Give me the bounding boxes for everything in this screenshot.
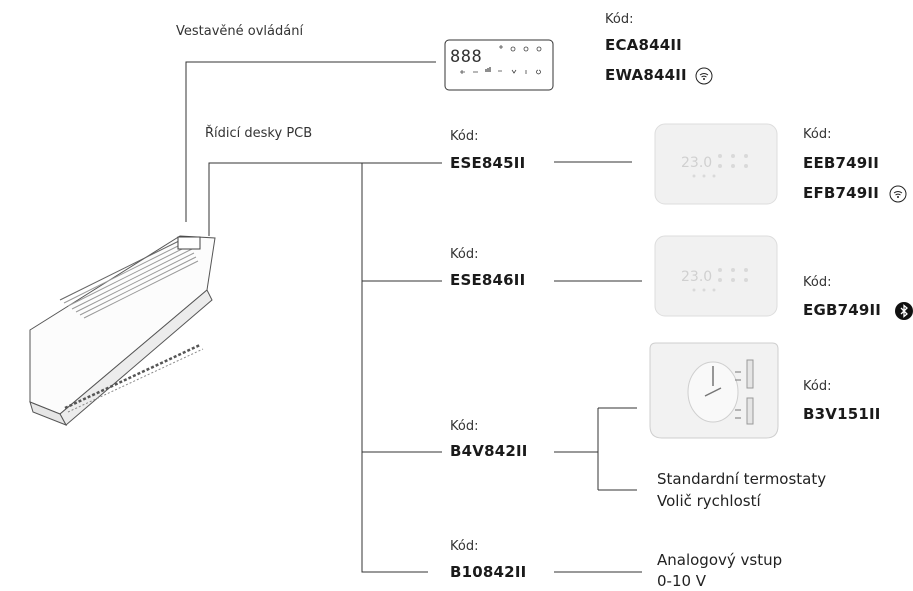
standard-thermostats-text: Standardní termostaty [657, 470, 827, 488]
analog-range-text: 0-10 V [657, 572, 707, 590]
bluetooth-icon [895, 301, 913, 320]
panel-display: 888 [450, 47, 483, 67]
panel-code-eca844: ECA844II [605, 36, 682, 54]
thermostat-bt-device [654, 235, 778, 317]
board-code-label-1: Kód: [450, 129, 479, 144]
device-code-label-3: Kód: [803, 379, 832, 394]
panel-code-ewa844: EWA844II [605, 66, 713, 85]
wifi-icon [889, 185, 907, 202]
panel-code-label: Kód: [605, 12, 634, 27]
pcb-boards-label: Řídicí desky PCB [205, 126, 313, 141]
thermostat-bt-display: 23.0 [681, 269, 713, 285]
fork-b4v842 [597, 407, 637, 491]
board-code-ese846: ESE846II [450, 271, 526, 289]
device-code-label-2: Kód: [803, 275, 832, 290]
thermostat-wifi-device [654, 123, 778, 205]
speed-selector-text: Volič rychlostí [657, 492, 761, 510]
wifi-icon [695, 67, 713, 84]
board-code-b4v842: B4V842II [450, 442, 528, 460]
thermostat-wifi-display: 23.0 [681, 155, 713, 171]
builtin-control-label: Vestavěné ovládání [176, 24, 304, 39]
board-code-label-2: Kód: [450, 247, 479, 262]
device-code-eeb749: EEB749II [803, 154, 879, 172]
device-code-label-1: Kód: [803, 127, 832, 142]
board-code-label-4: Kód: [450, 539, 479, 554]
pcb-line [208, 162, 428, 573]
board-code-b10842: B10842II [450, 563, 527, 581]
builtin-control-line [185, 61, 436, 222]
analog-thermostat-device [649, 342, 779, 439]
board-code-ese845: ESE845II [450, 154, 526, 172]
device-code-efb749: EFB749II [803, 184, 907, 203]
fan-coil-unit [29, 235, 216, 426]
analog-input-text: Analogový vstup [657, 551, 783, 569]
board-code-label-3: Kód: [450, 419, 479, 434]
device-code-b3v151: B3V151II [803, 405, 881, 423]
device-code-egb749: EGB749II [803, 301, 913, 320]
control-panel-device [444, 39, 554, 91]
